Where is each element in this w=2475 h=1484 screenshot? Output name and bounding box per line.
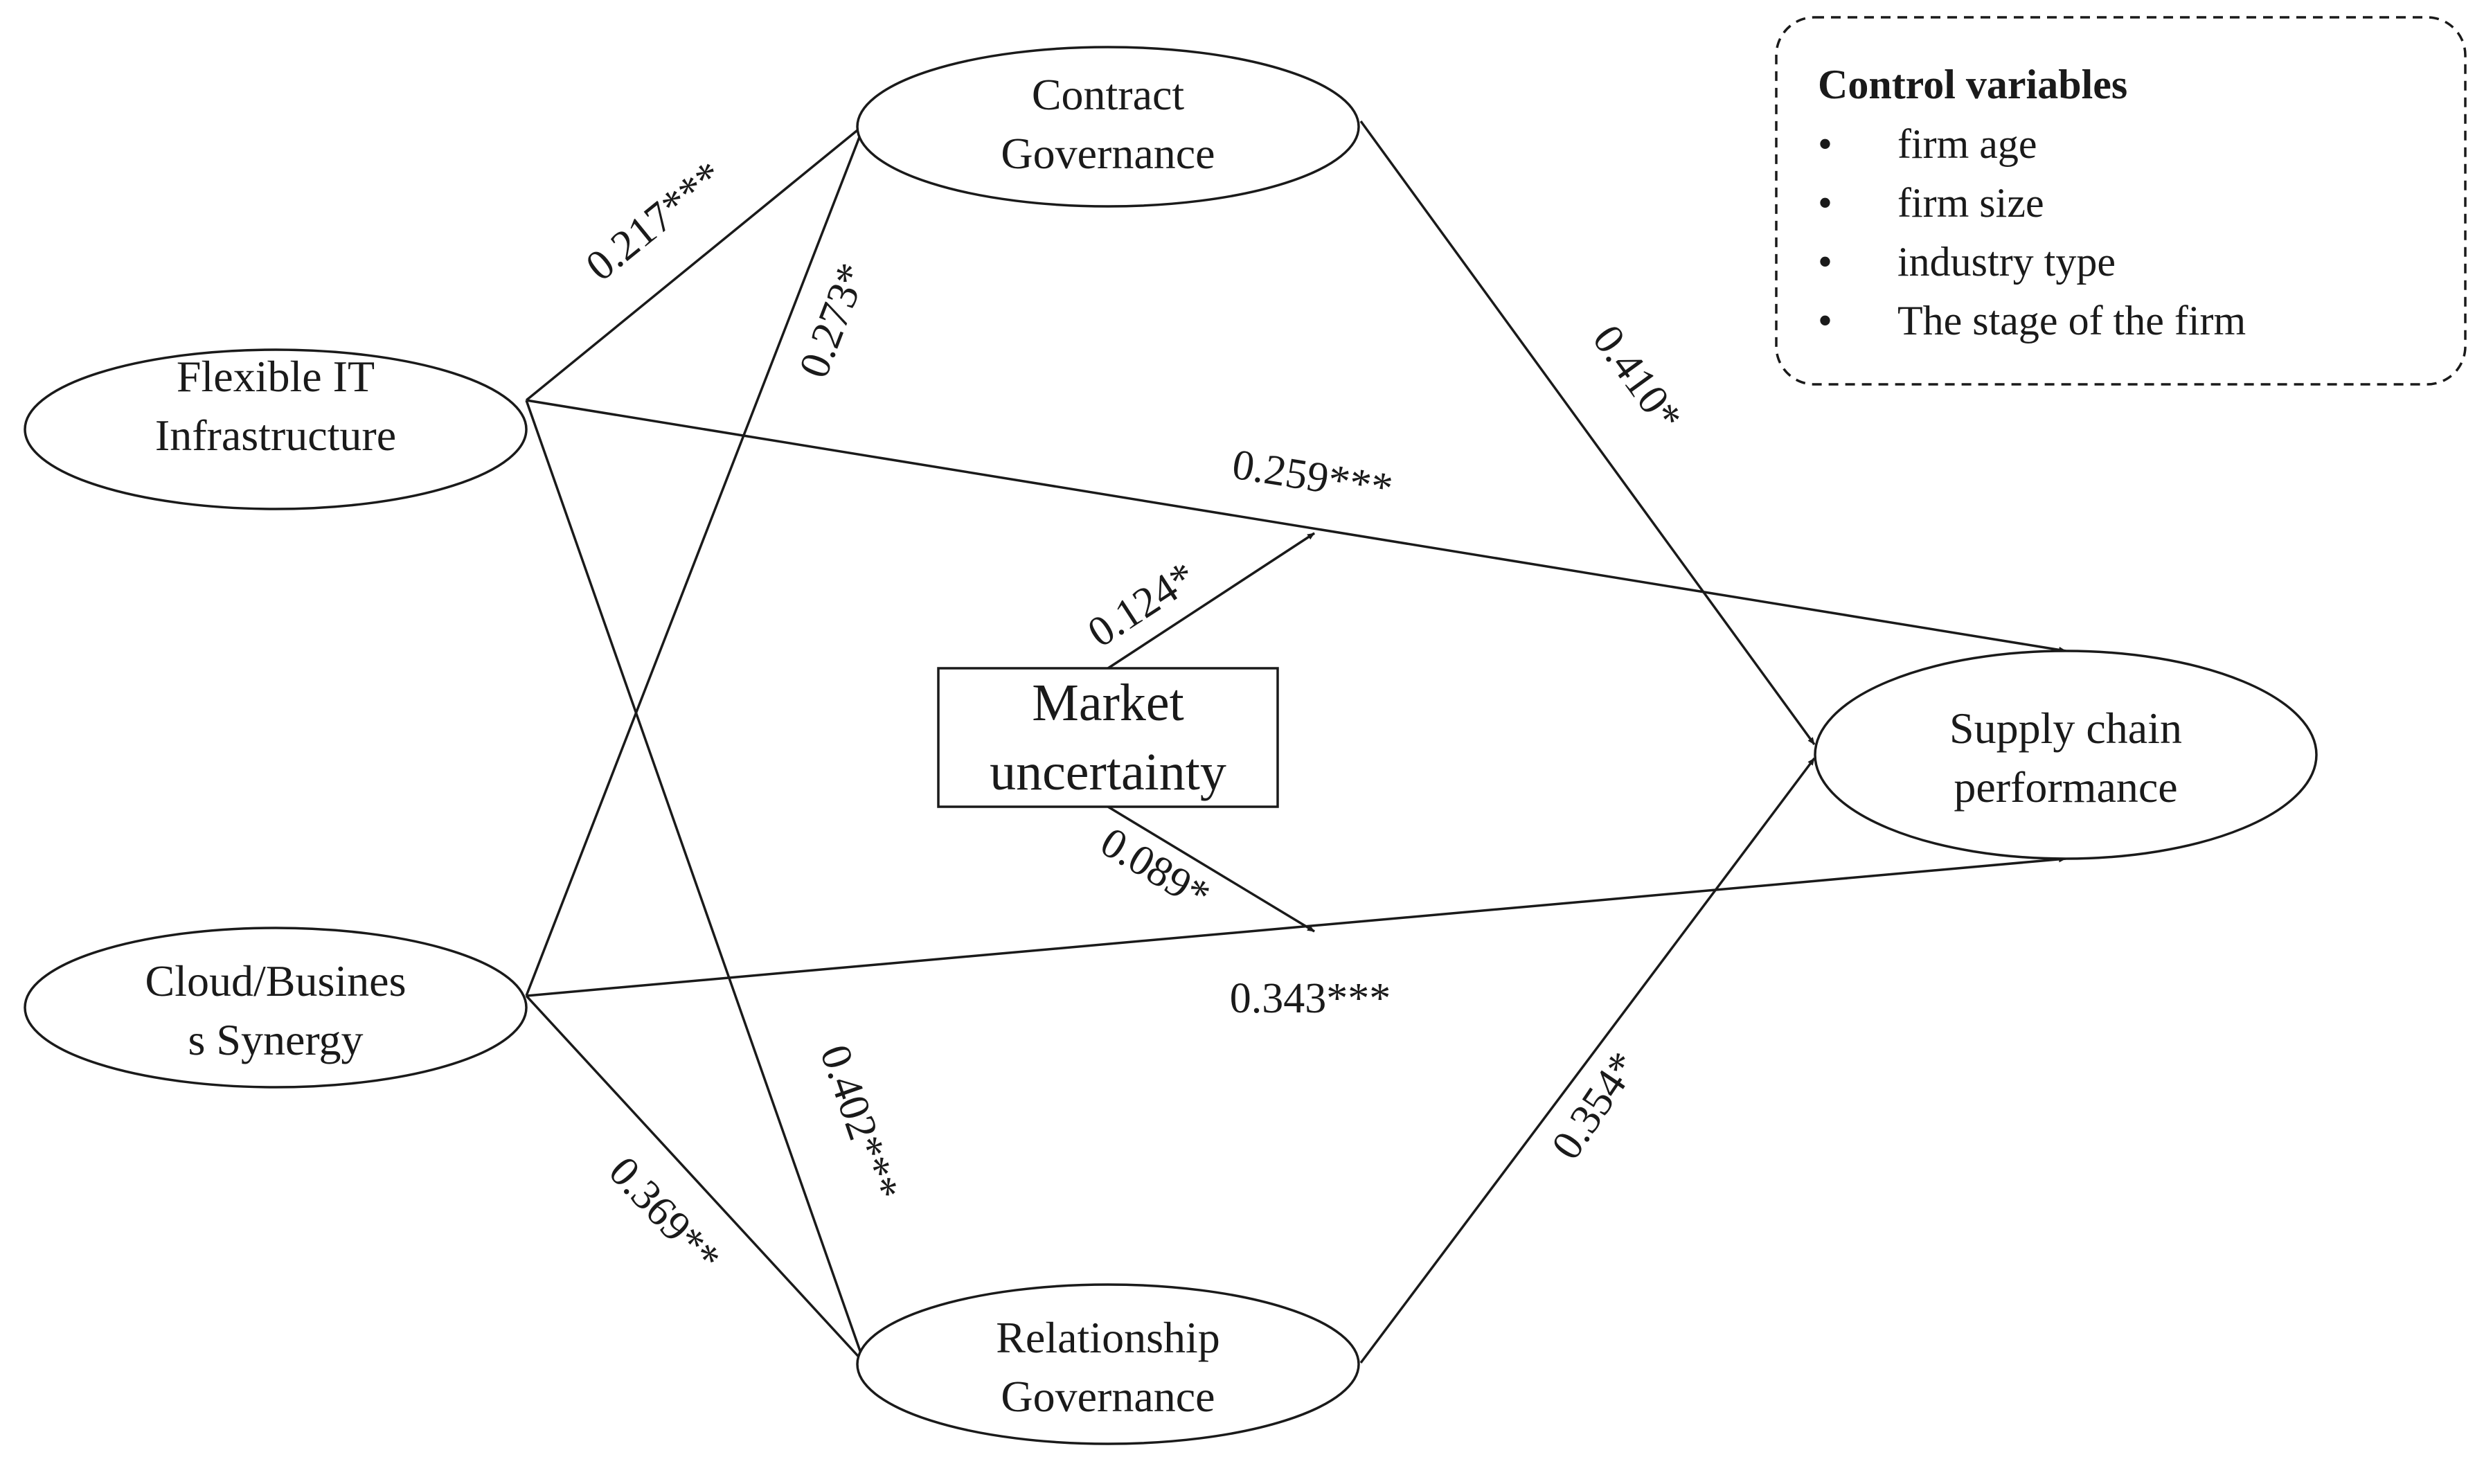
bullet: • <box>1818 239 1832 285</box>
node-supply-chain-performance: Supply chain performance <box>1814 650 2318 860</box>
control-variables-box: Control variables • firm age • firm size… <box>1775 16 2467 386</box>
node-label-line: Supply chain <box>1949 704 2182 753</box>
node-cloud-business-synergy: Cloud/Busines s Synergy <box>24 927 528 1089</box>
control-item-industry-type: industry type <box>1897 239 2116 285</box>
arrow-market-moderation-lower <box>1107 805 1315 933</box>
node-label-line: Contract <box>1032 70 1185 119</box>
coef-flexible-to-contract: 0.217*** <box>578 152 732 290</box>
arrow-cloud-to-contract <box>525 124 866 996</box>
coef-cloud-to-supply: 0.343*** <box>1230 975 1391 1022</box>
arrow-flexible-to-relationship <box>525 400 866 1364</box>
bullet: • <box>1818 121 1832 167</box>
arrow-market-moderation-upper <box>1107 532 1315 670</box>
node-label-line: s Synergy <box>188 1015 363 1064</box>
coef-cloud-to-relationship: 0.369** <box>600 1147 729 1282</box>
node-relationship-governance: Relationship Governance <box>856 1283 1360 1445</box>
node-contract-governance: Contract Governance <box>856 46 1360 208</box>
arrow-flexible-to-supply <box>526 399 2066 653</box>
path-arrows <box>525 120 2066 1364</box>
coef-market-moderation-upper: 0.124* <box>1080 553 1204 656</box>
arrow-relationship-to-supply <box>1359 757 1816 1364</box>
coef-cloud-to-contract: 0.273* <box>790 257 877 384</box>
control-item-firm-age: firm age <box>1897 121 2037 167</box>
control-variables-title: Control variables <box>1818 62 2127 107</box>
control-variables-list: • firm age • firm size • industry type •… <box>1818 121 2246 343</box>
node-label-line: Cloud/Busines <box>145 956 406 1005</box>
coef-relationship-to-supply: 0.354* <box>1543 1044 1648 1168</box>
bullet: • <box>1818 298 1832 343</box>
arrow-flexible-to-contract <box>525 123 866 402</box>
node-market-uncertainty: Market uncertainty <box>937 667 1279 808</box>
bullet: • <box>1818 180 1832 226</box>
control-item-firm-stage: The stage of the firm <box>1897 298 2246 343</box>
node-label-line: uncertainty <box>990 743 1226 801</box>
node-label-line: Infrastructure <box>155 411 396 460</box>
coef-contract-to-supply: 0.410* <box>1584 316 1691 440</box>
node-label-line: Relationship <box>996 1313 1220 1362</box>
node-label-line: Flexible IT <box>177 352 375 401</box>
coef-market-moderation-lower: 0.089* <box>1093 819 1218 920</box>
node-flexible-it-infrastructure: Flexible IT Infrastructure <box>24 348 528 510</box>
node-label-line: Market <box>1032 674 1183 732</box>
node-label-line: performance <box>1954 762 2177 812</box>
node-label-line: Governance <box>1001 129 1215 178</box>
arrow-cloud-to-relationship <box>525 994 866 1364</box>
coef-flexible-to-supply: 0.259*** <box>1229 440 1395 512</box>
node-label-line: Governance <box>1001 1372 1215 1421</box>
coef-flexible-to-relationship: 0.402*** <box>811 1039 908 1207</box>
control-item-firm-size: firm size <box>1897 180 2044 226</box>
arrow-cloud-to-supply <box>526 856 2066 997</box>
arrow-contract-to-supply <box>1359 120 1816 746</box>
